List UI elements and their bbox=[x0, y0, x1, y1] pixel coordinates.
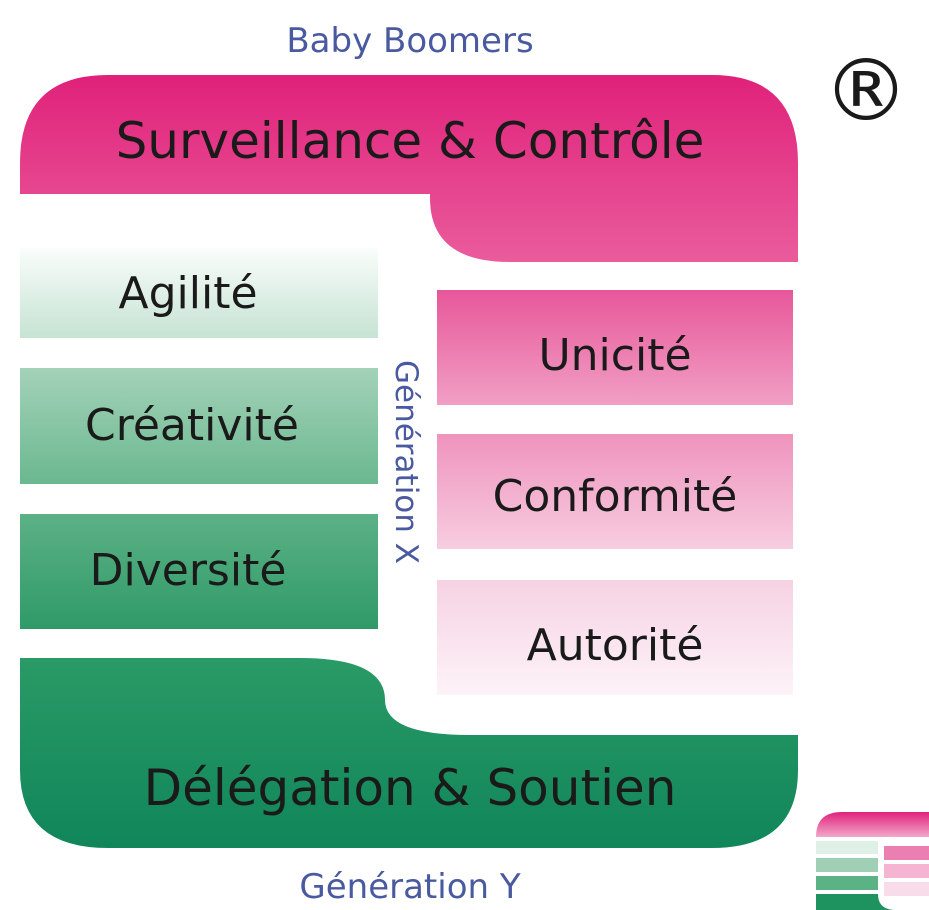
left-item-3: Diversité bbox=[90, 545, 287, 596]
bottom-generation-label: Génération Y bbox=[299, 867, 520, 907]
top-band-label: Surveillance & Contrôle bbox=[116, 112, 705, 170]
right-block-3 bbox=[437, 580, 793, 695]
left-block-3 bbox=[20, 514, 378, 629]
right-item-3: Autorité bbox=[527, 620, 704, 671]
bottom-band-label: Délégation & Soutien bbox=[144, 759, 677, 817]
middle-generation-label: Génération X bbox=[388, 360, 424, 564]
left-block-1 bbox=[20, 248, 378, 338]
left-block-2 bbox=[20, 368, 378, 484]
top-generation-label: Baby Boomers bbox=[286, 21, 533, 61]
left-item-2: Créativité bbox=[85, 400, 299, 451]
right-block-1 bbox=[437, 290, 793, 405]
registered-mark: ® bbox=[823, 41, 909, 141]
bottom-green-band bbox=[20, 658, 798, 848]
brand-logo bbox=[816, 812, 929, 910]
right-block-2 bbox=[437, 434, 793, 549]
right-item-1: Unicité bbox=[538, 330, 691, 381]
top-pink-band bbox=[20, 75, 798, 262]
left-item-1: Agilité bbox=[118, 268, 257, 319]
top-band-corner-fill bbox=[350, 194, 430, 262]
right-item-2: Conformité bbox=[493, 471, 738, 522]
